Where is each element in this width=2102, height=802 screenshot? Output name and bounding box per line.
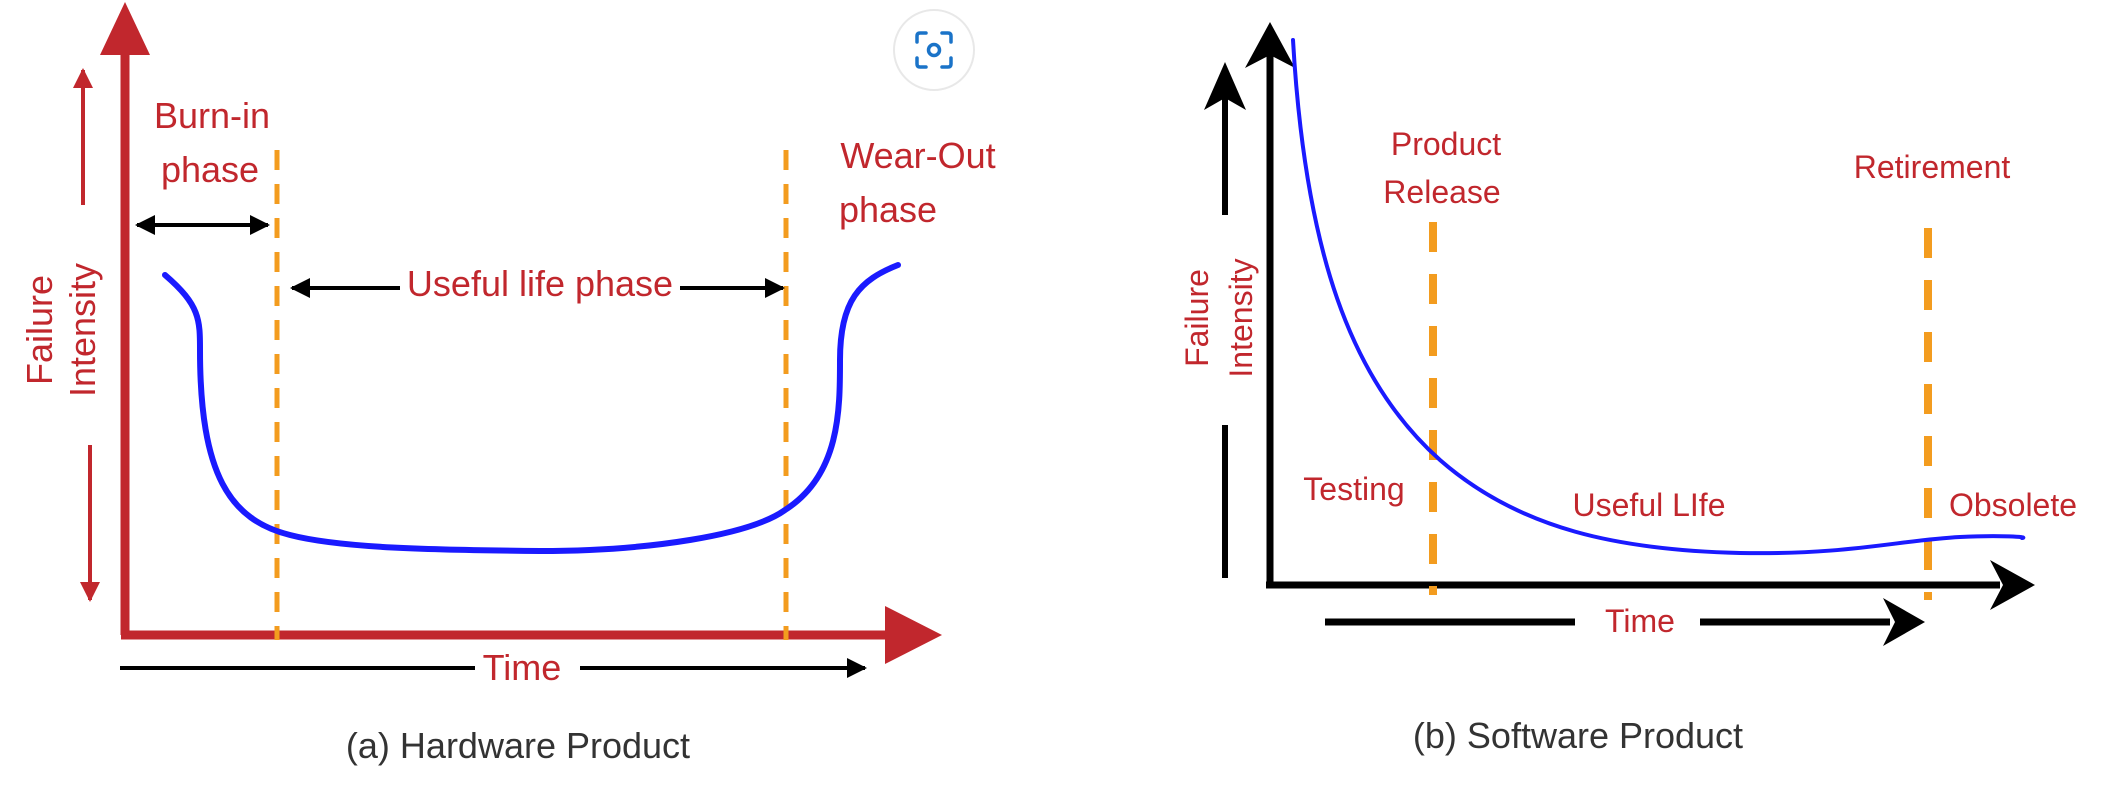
hw-bathtub-curve <box>162 262 901 555</box>
sw-time-label: Time <box>1605 603 1675 639</box>
hw-wearout-label-line2: phase <box>839 189 937 230</box>
hardware-diagram: Failure Intensity Burn-in phase Useful l… <box>19 2 996 766</box>
hw-useful-life-label: Useful life phase <box>407 263 673 304</box>
sw-time-arrowhead <box>1883 598 1925 646</box>
sw-obsolete-label: Obsolete <box>1949 487 2077 523</box>
hw-burnin-label-line1: Burn-in <box>154 95 270 136</box>
sw-retirement-label: Retirement <box>1854 149 2011 185</box>
hw-y-label-line2: Intensity <box>62 263 103 397</box>
sw-y-label-line1: Failure <box>1179 269 1215 367</box>
hw-x-axis-arrowhead <box>885 606 942 664</box>
sw-failure-curve <box>1291 38 2026 556</box>
hw-y-label-line1: Failure <box>19 275 60 385</box>
sw-y-label-line2: Intensity <box>1223 258 1259 377</box>
sw-release-label-line2: Release <box>1383 174 1500 210</box>
hw-wearout-label-line1: Wear-Out <box>840 135 995 176</box>
sw-y-axis-arrowhead <box>1245 22 1295 68</box>
visual-search-button[interactable] <box>893 9 975 91</box>
sw-useful-life-label: Useful LIfe <box>1573 487 1726 523</box>
sw-release-label-line1: Product <box>1391 126 1501 162</box>
sw-y-label-arrowhead <box>1204 62 1246 110</box>
sw-caption: (b) Software Product <box>1413 715 1743 756</box>
hw-caption: (a) Hardware Product <box>346 725 690 766</box>
hw-time-label: Time <box>483 647 562 688</box>
sw-testing-label: Testing <box>1303 471 1404 507</box>
lens-scan-icon <box>915 31 953 69</box>
hw-burnin-label-line2: phase <box>161 149 259 190</box>
hw-y-axis-arrowhead <box>100 2 150 55</box>
sw-x-axis-arrowhead <box>1990 560 2035 610</box>
software-diagram: Failure Intensity Product Release Retire… <box>1179 22 2077 756</box>
